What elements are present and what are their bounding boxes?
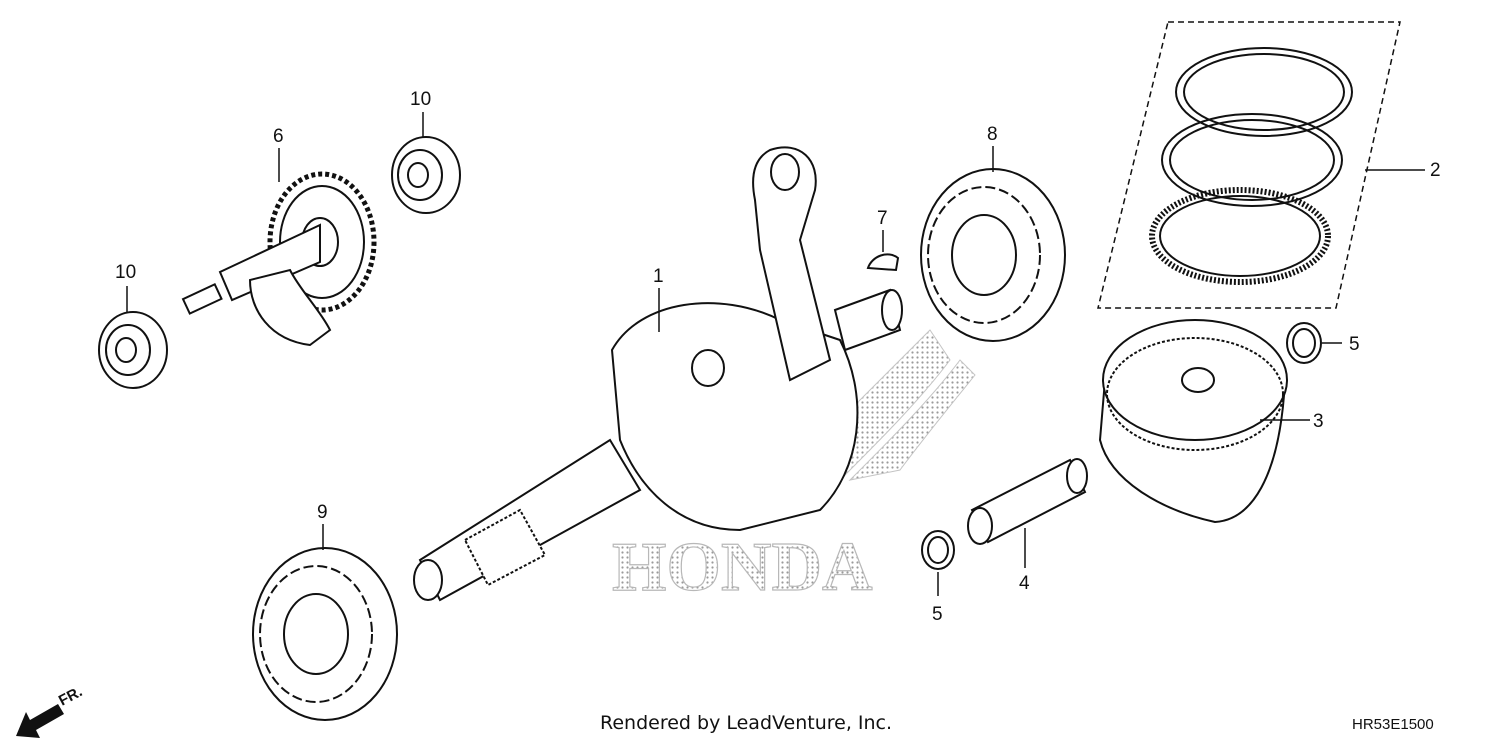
callout-part-7: 7 (877, 208, 888, 229)
callout-part-10-upper: 10 (410, 89, 431, 110)
front-indicator: FR. (16, 683, 85, 738)
piston-pin-part-4 (967, 458, 1088, 545)
bearing-upper-part-10 (391, 136, 461, 214)
front-label: FR. (56, 683, 85, 709)
callout-part-4: 4 (1019, 573, 1030, 594)
part-callouts: 1 2 3 4 5 5 6 7 8 9 10 10 (115, 89, 1441, 625)
leader-lines (126, 112, 1425, 596)
callout-part-5-upper: 5 (1349, 334, 1360, 355)
circlip-upper-part-5 (1286, 322, 1322, 364)
callout-part-8: 8 (987, 124, 998, 145)
callout-part-3: 3 (1313, 411, 1324, 432)
bearing-left-part-10 (98, 311, 168, 389)
crankshaft-part-1 (413, 146, 903, 602)
diagram-code: HR53E1500 (1352, 716, 1434, 733)
callout-part-10-left: 10 (115, 262, 136, 283)
piston-part-3 (1098, 319, 1288, 524)
render-credit: Rendered by LeadVenture, Inc. (600, 712, 893, 734)
watermark-brand: HONDA (612, 529, 873, 606)
front-arrow-icon (16, 704, 64, 738)
callout-part-2: 2 (1430, 160, 1441, 181)
key-part-7 (866, 253, 900, 272)
circlip-lower-part-5 (921, 530, 955, 570)
balancer-shaft-part-6 (181, 171, 377, 347)
callout-part-6: 6 (273, 126, 284, 147)
callout-part-5-lower: 5 (932, 604, 943, 625)
bearing-lower-part-9 (252, 547, 398, 721)
callout-part-9: 9 (317, 502, 328, 523)
piston-ring-set-part-2 (1097, 21, 1401, 309)
bearing-right-part-8 (920, 168, 1066, 342)
callout-part-1: 1 (653, 266, 664, 287)
